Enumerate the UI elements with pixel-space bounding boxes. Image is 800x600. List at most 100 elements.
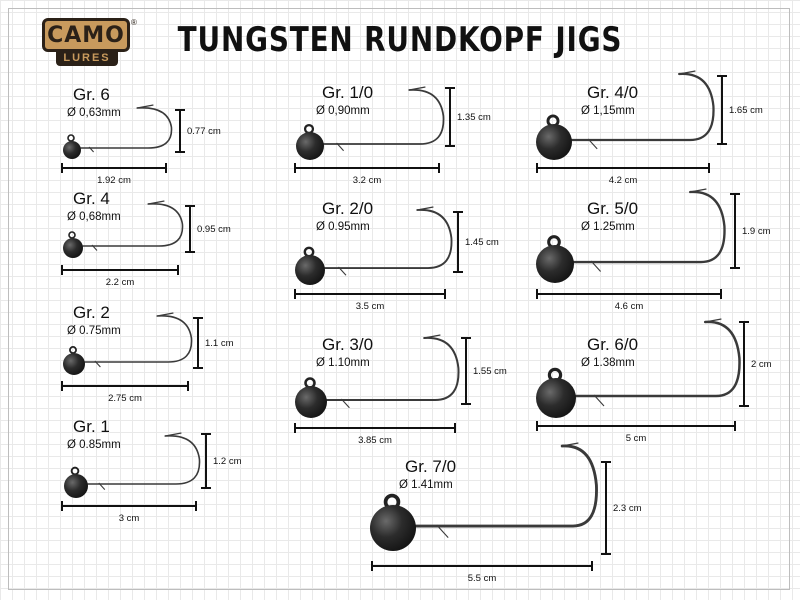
keeper-barb <box>94 360 101 368</box>
tungsten-head <box>370 505 416 551</box>
jig-4: Gr. 1 Ø 0.85mm 3 cm 1.2 cm <box>61 417 242 524</box>
keeper-barb <box>587 138 598 150</box>
hook-wire <box>84 315 193 363</box>
jig-diameter-label: Ø 1.25mm <box>581 221 635 233</box>
jig-diameter-label: Ø 1.41mm <box>399 479 453 491</box>
jig-2: Gr. 4 Ø 0,68mm 2.2 cm 0.95 cm <box>61 189 231 288</box>
hook-point <box>562 442 579 447</box>
jig-diameter-label: Ø 0.75mm <box>67 325 121 337</box>
height-label: 1.55 cm <box>473 366 507 377</box>
length-label: 2.75 cm <box>108 393 142 404</box>
jig-size-label: Gr. 1 <box>73 417 110 436</box>
jig-size-label: Gr. 7/0 <box>405 457 456 476</box>
hook-wire <box>570 72 715 142</box>
height-label: 1.1 cm <box>205 338 234 349</box>
keeper-barb <box>98 482 106 490</box>
length-label: 5.5 cm <box>468 573 497 584</box>
hook-point <box>165 432 182 437</box>
tungsten-head <box>536 245 574 283</box>
image-frame <box>8 8 790 590</box>
height-label: 0.77 cm <box>187 126 221 137</box>
length-label: 4.6 cm <box>615 301 644 312</box>
length-label: 3.2 cm <box>353 175 382 186</box>
tungsten-head <box>64 474 88 498</box>
tungsten-head <box>63 353 85 375</box>
keeper-barb <box>436 524 449 539</box>
keeper-barb <box>593 394 605 407</box>
tungsten-head <box>295 255 325 285</box>
keeper-barb <box>88 146 95 153</box>
tungsten-head <box>63 238 83 258</box>
brand-sub: LURES <box>56 50 118 66</box>
jig-diameter-label: Ø 1,15mm <box>581 105 635 117</box>
tungsten-head <box>63 141 81 159</box>
registered-mark: ® <box>131 18 137 27</box>
hook-wire <box>324 209 453 269</box>
keeper-barb <box>91 244 98 251</box>
height-label: 1.9 cm <box>742 226 771 237</box>
hook-wire <box>323 89 445 145</box>
hook-point <box>424 334 441 339</box>
jig-diameter-label: Ø 0,63mm <box>67 107 121 119</box>
jig-diameter-label: Ø 0,68mm <box>67 211 121 223</box>
height-label: 2.3 cm <box>613 503 642 514</box>
length-label: 3.5 cm <box>356 301 385 312</box>
hook-wire <box>574 320 741 398</box>
hook-wire <box>326 336 460 401</box>
keeper-barb <box>336 142 345 152</box>
height-label: 1.35 cm <box>457 112 491 123</box>
height-label: 0.95 cm <box>197 224 231 235</box>
hook-wire <box>414 444 598 528</box>
jig-size-label: Gr. 3/0 <box>322 335 373 354</box>
hook-wire <box>87 435 201 485</box>
jig-size-label: Gr. 4 <box>73 189 110 208</box>
length-label: 1.92 cm <box>97 175 131 186</box>
line-eye <box>69 346 77 354</box>
hook-wire <box>80 107 173 149</box>
jig-size-label: Gr. 2/0 <box>322 199 373 218</box>
length-label: 2.2 cm <box>106 277 135 288</box>
line-eye <box>70 466 80 476</box>
jig-diameter-label: Ø 0.95mm <box>316 221 370 233</box>
jig-diameter-label: Ø 1.38mm <box>581 357 635 369</box>
keeper-barb <box>338 266 347 276</box>
hook-point <box>679 70 696 75</box>
hook-point <box>137 104 154 109</box>
page-title: TUNGSTEN RUNDKOPF JIGS <box>177 20 623 60</box>
jig-11: Gr. 7/0 Ø 1.41mm 5.5 cm 2.3 cm <box>370 442 642 584</box>
line-eye <box>303 123 315 135</box>
jig-size-label: Gr. 1/0 <box>322 83 373 102</box>
hook-point <box>690 188 707 193</box>
hook-point <box>705 318 722 323</box>
tungsten-head <box>536 124 572 160</box>
height-label: 1.2 cm <box>213 456 242 467</box>
hook-wire <box>572 190 726 264</box>
line-eye <box>68 231 76 239</box>
tungsten-head <box>295 386 327 418</box>
length-label: 3.85 cm <box>358 435 392 446</box>
length-label: 3 cm <box>119 513 140 524</box>
height-label: 1.65 cm <box>729 105 763 116</box>
keeper-barb <box>340 398 350 409</box>
jig-diameter-label: Ø 0,90mm <box>316 105 370 117</box>
jig-size-label: Gr. 6/0 <box>587 335 638 354</box>
line-eye <box>67 134 75 142</box>
hook-point <box>417 206 434 211</box>
height-label: 2 cm <box>751 359 772 370</box>
jig-diameter-label: Ø 0.85mm <box>67 439 121 451</box>
line-eye <box>303 246 315 258</box>
keeper-barb <box>590 260 602 272</box>
jig-size-label: Gr. 2 <box>73 303 110 322</box>
hook-point <box>157 312 174 317</box>
tungsten-head <box>296 132 324 160</box>
hook-point <box>409 86 426 91</box>
brand-logo: CAMO LURES ® <box>42 18 137 68</box>
jig-5: Gr. 1/0 Ø 0,90mm 3.2 cm 1.35 cm <box>294 83 491 186</box>
